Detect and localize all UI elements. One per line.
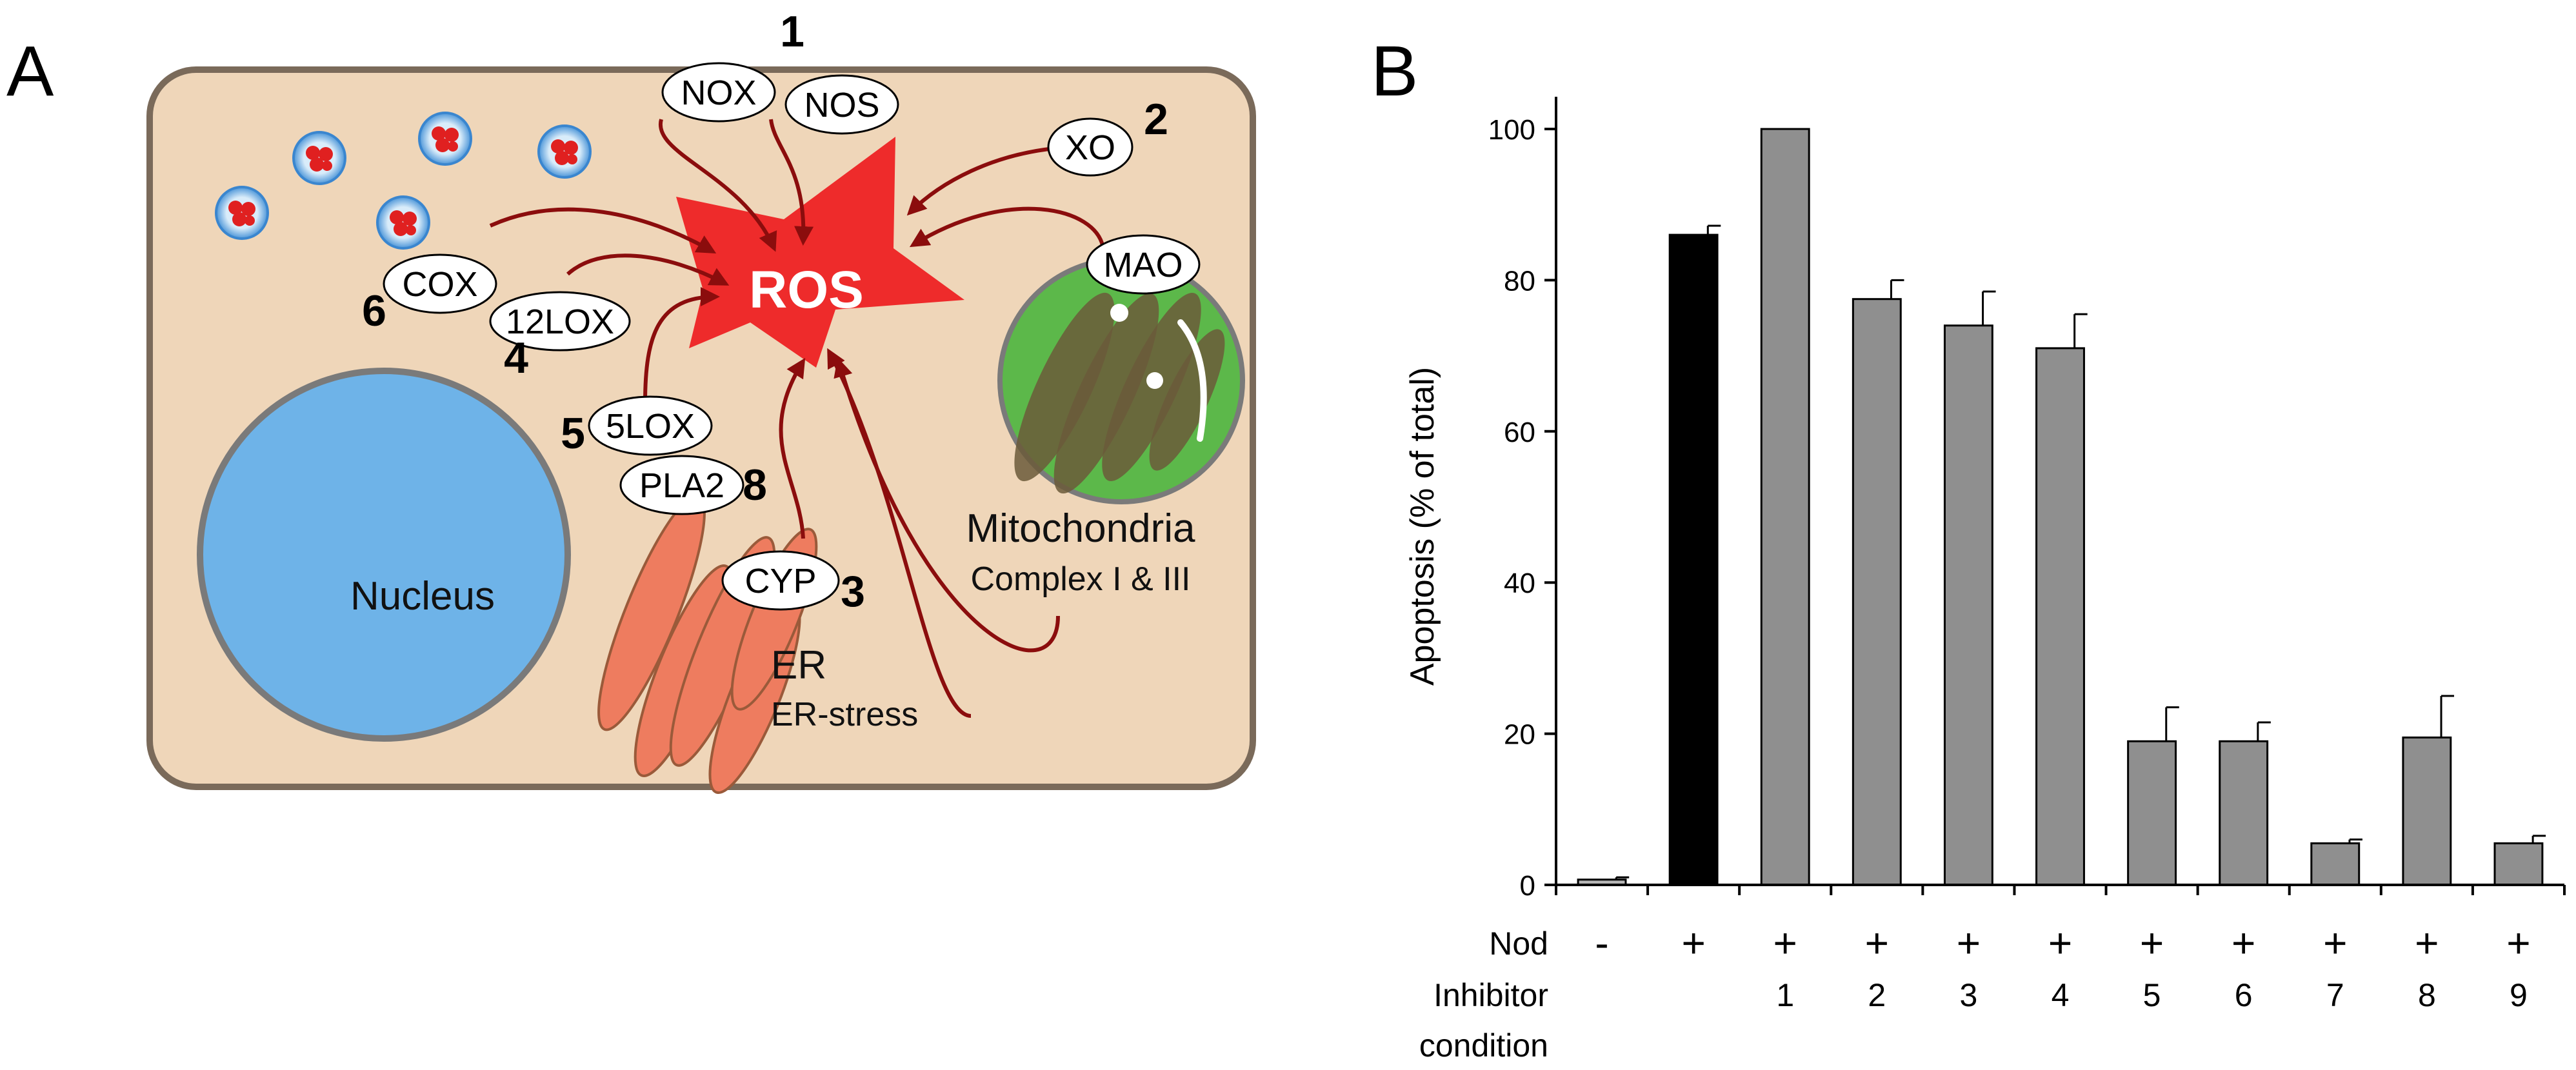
y-tick-label: 100	[1488, 114, 1535, 146]
inhibitor-condition: 2	[1868, 977, 1886, 1013]
bar	[1760, 128, 1810, 886]
nod-sign: +	[1865, 920, 1889, 966]
nod-sign: +	[2415, 920, 2439, 966]
nod-sign: +	[2140, 920, 2164, 966]
x-axis	[1555, 884, 2566, 895]
nod-sign: +	[2048, 920, 2072, 966]
inhibitor-row-label-2: condition	[1419, 1027, 1548, 1064]
er-stress-label: ER-stress	[771, 696, 918, 733]
nox-label: NOX	[681, 74, 756, 112]
bar	[1943, 324, 1993, 886]
enzyme-nos: NOS	[784, 74, 899, 135]
mitochondria-label: Mitochondria	[966, 506, 1195, 551]
mao-label: MAO	[1103, 246, 1183, 284]
ros-star	[676, 137, 964, 368]
inhibitor-condition: 1	[1776, 977, 1794, 1013]
nod-sign: +	[2232, 920, 2255, 966]
nod-row-label: Nod	[1489, 926, 1548, 962]
inhibitor-condition: 3	[1960, 977, 1978, 1013]
nod-sign: -	[1595, 920, 1608, 966]
bar	[2219, 740, 2269, 886]
cox-label: COX	[402, 265, 477, 304]
xo-label: XO	[1065, 128, 1115, 167]
inhibitor-condition: 6	[2235, 977, 2253, 1013]
y-tick-label: 0	[1520, 870, 1535, 902]
vesicle	[376, 195, 430, 250]
y-axis: 0 20 40 60 80 100	[1488, 97, 1557, 902]
cyp-label: CYP	[744, 562, 816, 600]
enzyme-5lox: 5LOX	[588, 395, 713, 456]
bars	[1577, 128, 2544, 886]
inhibitor-condition: 7	[2326, 977, 2344, 1013]
number-2: 2	[1144, 95, 1168, 144]
bar	[1852, 298, 1902, 886]
number-6: 6	[362, 286, 386, 335]
ros-label: ROS	[749, 261, 864, 319]
y-tick-label: 80	[1504, 265, 1535, 297]
nod-sign: +	[1773, 920, 1797, 966]
error-bars	[1615, 224, 2546, 880]
inhibitor-row-label-1: Inhibitor	[1433, 977, 1548, 1013]
y-tick-label: 20	[1504, 719, 1535, 751]
enzyme-nox: NOX	[661, 62, 776, 123]
number-8: 8	[743, 461, 767, 510]
vesicle	[215, 186, 269, 240]
nod-sign: +	[2506, 920, 2530, 966]
bar	[2493, 842, 2544, 886]
vesicles	[215, 112, 592, 250]
inhibitor-condition: 9	[2510, 977, 2528, 1013]
vesicle	[292, 131, 346, 185]
nucleus-label: Nucleus	[350, 574, 495, 619]
lox5-label: 5LOX	[606, 407, 695, 446]
mitochondrion	[997, 257, 1245, 504]
number-5: 5	[561, 409, 585, 458]
enzyme-pla2: PLA2	[619, 455, 744, 515]
er-label: ER	[771, 643, 826, 688]
y-axis-label: Apoptosis (% of total)	[1404, 367, 1441, 686]
bar	[2127, 740, 2177, 886]
vesicle	[418, 112, 472, 166]
enzyme-mao: MAO	[1086, 234, 1201, 295]
panel-a-label: A	[6, 32, 54, 111]
vesicle	[537, 124, 592, 179]
nod-sign: +	[1681, 920, 1705, 966]
bar	[2402, 736, 2452, 886]
bar	[1668, 233, 1719, 886]
mitochondria-sub-label: Complex I & III	[971, 560, 1191, 598]
nucleus	[197, 368, 571, 742]
bar-chart: 0 20 40 60 80 100 - + +1 +2 +3 +4 +5 +6 +7 +8 +9 Apopto…	[1404, 97, 2566, 1064]
enzyme-cyp: CYP	[721, 550, 840, 611]
inhibitor-condition: 5	[2143, 977, 2161, 1013]
enzyme-12lox: 12LOX	[489, 291, 631, 352]
number-3: 3	[841, 567, 865, 616]
bar	[2035, 347, 2085, 886]
number-1: 1	[780, 7, 804, 56]
ros-arrows	[489, 119, 1105, 718]
condition-labels: - + +1 +2 +3 +4 +5 +6 +7 +8 +9	[1595, 920, 2530, 1013]
enzyme-cox: COX	[383, 253, 497, 314]
y-tick-label: 60	[1504, 417, 1535, 448]
panel-b-label: B	[1371, 32, 1418, 111]
bar	[2310, 842, 2361, 886]
enzyme-xo: XO	[1047, 117, 1133, 177]
cell-diagram: Nucleus ER ER-stress Mitochondria Comple…	[146, 7, 1256, 795]
lox12-label: 12LOX	[506, 302, 614, 341]
inhibitor-condition: 4	[2052, 977, 2070, 1013]
nod-sign: +	[2323, 920, 2347, 966]
nos-label: NOS	[804, 86, 879, 124]
y-tick-label: 40	[1504, 568, 1535, 599]
pla2-label: PLA2	[639, 466, 724, 505]
number-4: 4	[504, 333, 528, 382]
inhibitor-condition: 8	[2418, 977, 2436, 1013]
nod-sign: +	[1957, 920, 1981, 966]
